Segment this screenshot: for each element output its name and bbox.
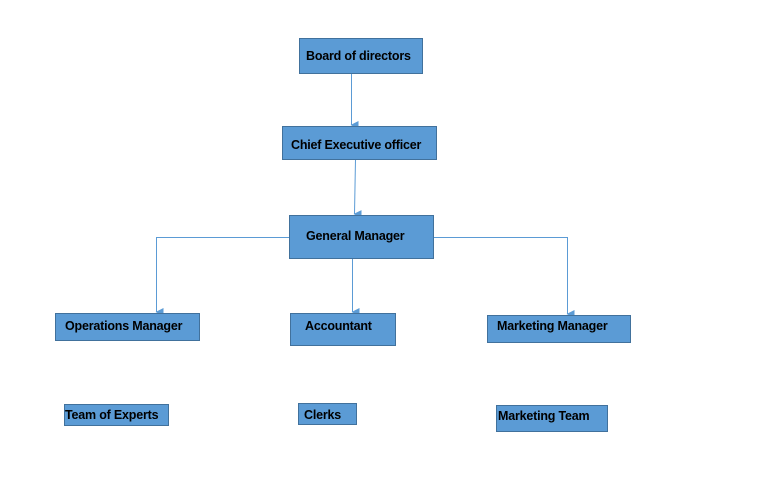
node-label: Marketing Manager <box>497 319 608 333</box>
node-clerks: Clerks <box>298 403 357 425</box>
node-label: General Manager <box>306 229 405 243</box>
edge-gm-marketing <box>433 237 575 318</box>
node-gm: General Manager <box>289 215 434 259</box>
node-operations: Operations Manager <box>55 313 200 341</box>
edge-ceo-gm <box>353 158 362 219</box>
node-accountant: Accountant <box>290 313 396 346</box>
node-marketing-manager: Marketing Manager <box>487 315 631 343</box>
node-label: Board of directors <box>306 49 411 63</box>
node-label: Accountant <box>305 319 372 333</box>
node-label: Clerks <box>304 408 342 422</box>
node-label: Team of Experts <box>65 408 159 422</box>
node-label: Marketing Team <box>498 409 590 423</box>
node-label: Operations Manager <box>65 319 183 333</box>
node-board: Board of directors <box>299 38 423 74</box>
node-marketing-team: Marketing Team <box>496 405 608 432</box>
edge-gm-operations <box>155 237 289 316</box>
node-label: Chief Executive officer <box>291 138 422 152</box>
node-ceo: Chief Executive officer <box>282 126 437 160</box>
node-team-experts: Team of Experts <box>64 404 169 426</box>
